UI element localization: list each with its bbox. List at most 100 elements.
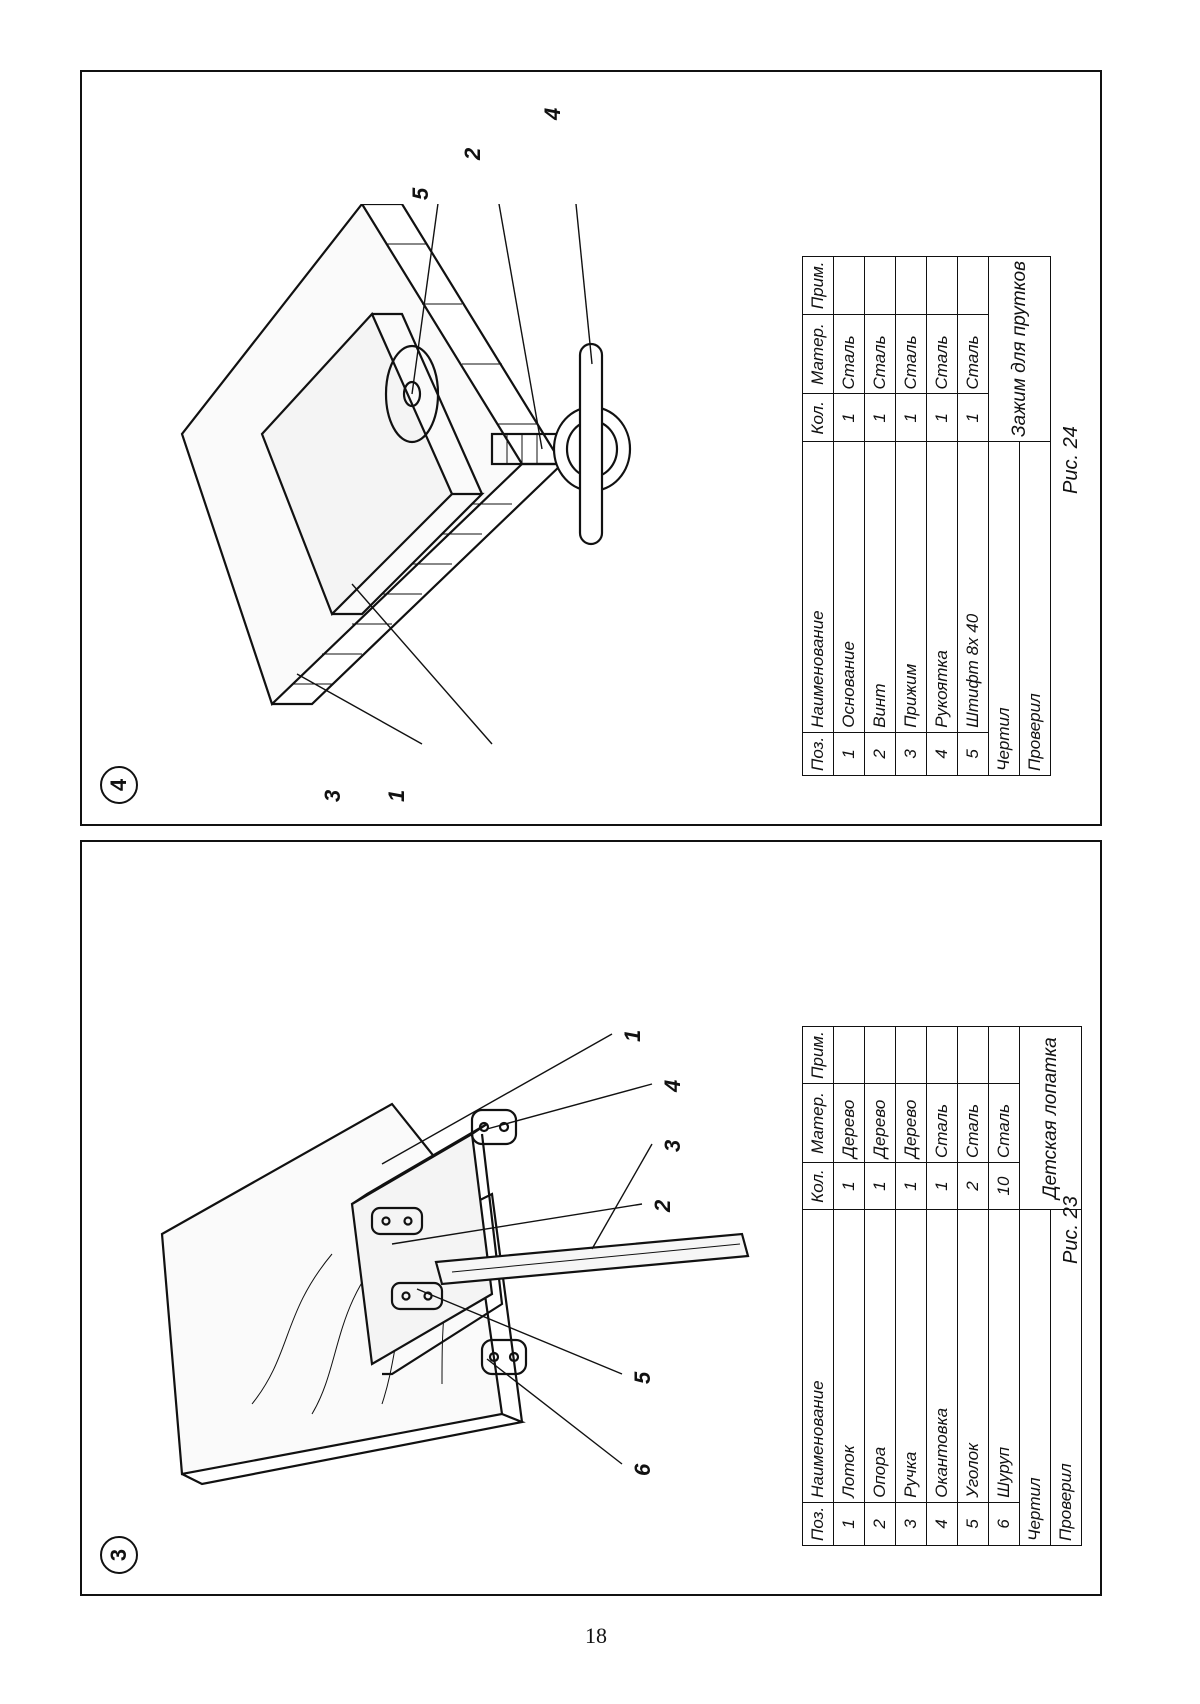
header-name: Наименование <box>802 441 834 733</box>
figure-3-callout-3: 3 <box>660 1139 685 1152</box>
figure-4-callout-2: 2 <box>460 147 485 160</box>
cell-note <box>895 1026 927 1084</box>
cell-note <box>926 1026 958 1084</box>
drawing-title: Зажим для прутков <box>988 256 1051 442</box>
cell-qty: 1 <box>864 1162 896 1210</box>
cell-name: Шуруп <box>988 1209 1020 1503</box>
figure-3-caption: Рис. 23 <box>1060 1196 1082 1264</box>
cell-material: Сталь <box>926 1083 958 1163</box>
figure-3-shovel-drawing <box>160 1033 750 1486</box>
cell-name: Штифт 8x 40 <box>957 441 989 733</box>
cell-qty: 1 <box>864 394 896 442</box>
cell-material: Сталь <box>833 314 865 394</box>
figure-3-callout-4: 4 <box>660 1079 685 1092</box>
figure-4-marker: 4 <box>100 766 138 804</box>
cell-note <box>957 1026 989 1084</box>
drew-label: Чертил <box>988 441 1020 776</box>
figure-4-callout-5: 5 <box>408 187 433 200</box>
cell-note <box>833 256 865 315</box>
title-block-row: Чертил Детская лопатка <box>1019 1026 1082 1546</box>
cell-qty: 1 <box>957 394 989 442</box>
cell-note <box>895 256 927 315</box>
cell-material: Сталь <box>988 1083 1020 1163</box>
cell-name: Опора <box>864 1209 896 1503</box>
cell-name: Уголок <box>957 1209 989 1503</box>
header-pos: Поз. <box>802 1502 834 1546</box>
cell-material: Дерево <box>895 1083 927 1163</box>
cell-pos: 4 <box>926 732 958 776</box>
cell-name: Лоток <box>833 1209 865 1503</box>
header-note: Прим. <box>802 1026 834 1084</box>
header-qty: Кол. <box>802 1162 834 1210</box>
figure-4-clamp-drawing <box>180 204 632 745</box>
cell-material: Дерево <box>833 1083 865 1163</box>
cell-name: Ручка <box>895 1209 927 1503</box>
cell-pos: 2 <box>864 1502 896 1546</box>
cell-name: Рукоятка <box>926 441 958 733</box>
page-number: 18 <box>585 1623 607 1648</box>
figure-3-callout-6: 6 <box>630 1463 655 1476</box>
figure-3-callout-5: 5 <box>630 1371 655 1384</box>
table-header-row: Поз. Наименование Кол. Матер. Прим. <box>802 1026 834 1546</box>
drawing-title: Детская лопатка <box>1019 1026 1082 1210</box>
cell-material: Сталь <box>957 1083 989 1163</box>
cell-qty: 1 <box>833 1162 865 1210</box>
header-material: Матер. <box>802 1083 834 1163</box>
cell-pos: 6 <box>988 1502 1020 1546</box>
figure-3-callout-1: 1 <box>620 1029 645 1042</box>
cell-note <box>957 256 989 315</box>
cell-pos: 4 <box>926 1502 958 1546</box>
cell-material: Сталь <box>864 314 896 394</box>
cell-note <box>926 256 958 315</box>
cell-qty: 10 <box>988 1162 1020 1210</box>
cell-note <box>988 1026 1020 1084</box>
header-qty: Кол. <box>802 394 834 442</box>
cell-material: Сталь <box>926 314 958 394</box>
figure-4-frame: 4 <box>80 70 1102 826</box>
cell-pos: 5 <box>957 1502 989 1546</box>
drew-label: Чертил <box>1019 1209 1051 1546</box>
cell-name: Основание <box>833 441 865 733</box>
cell-material: Сталь <box>957 314 989 394</box>
cell-pos: 1 <box>833 732 865 776</box>
figure-3-rotated-content: 3 <box>82 842 1100 1594</box>
figure-4-caption: Рис. 24 <box>1060 426 1082 494</box>
figure-3-callout-2: 2 <box>650 1199 675 1212</box>
cell-material: Сталь <box>895 314 927 394</box>
cell-qty: 1 <box>895 1162 927 1210</box>
cell-qty: 1 <box>926 394 958 442</box>
figure-3-marker: 3 <box>100 1536 138 1574</box>
cell-qty: 2 <box>957 1162 989 1210</box>
header-pos: Поз. <box>802 732 834 776</box>
cell-qty: 1 <box>895 394 927 442</box>
cell-qty: 1 <box>926 1162 958 1210</box>
figure-4-callout-3: 3 <box>320 789 345 802</box>
title-block-row: Чертил Зажим для прутков <box>988 256 1051 776</box>
cell-name: Прижим <box>895 441 927 733</box>
cell-note <box>864 1026 896 1084</box>
figure-3-frame: 3 <box>80 840 1102 1596</box>
checked-label: Проверил <box>1019 441 1051 776</box>
cell-qty: 1 <box>833 394 865 442</box>
figure-4-rotated-content: 4 <box>82 72 1100 824</box>
cell-note <box>833 1026 865 1084</box>
cell-pos: 2 <box>864 732 896 776</box>
table-header-row: Поз. Наименование Кол. Матер. Прим. <box>802 256 834 776</box>
cell-pos: 5 <box>957 732 989 776</box>
figure-4-callout-1: 1 <box>384 789 409 802</box>
cell-pos: 1 <box>833 1502 865 1546</box>
cell-name: Окантовка <box>926 1209 958 1503</box>
figure-4-callout-4: 4 <box>540 107 565 120</box>
